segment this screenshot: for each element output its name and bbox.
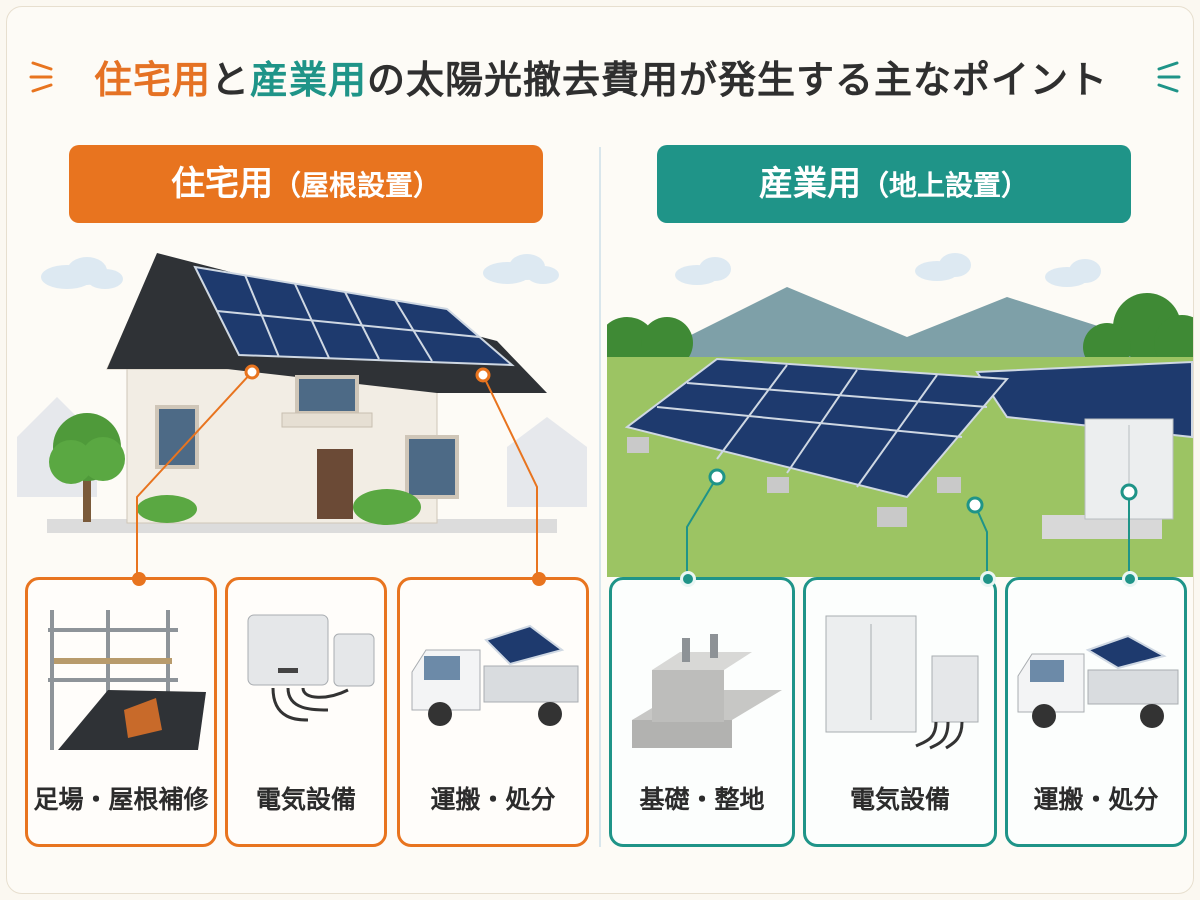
section-divider — [599, 147, 601, 847]
scaffold-roof-icon — [48, 610, 206, 750]
electrical-cabinet-icon — [825, 615, 979, 750]
connector-dot — [980, 571, 996, 587]
residential-heading-main: 住宅用 — [170, 164, 273, 204]
card-industrial-electrical: 電気設備 — [803, 577, 997, 847]
solar-farm-illustration — [607, 253, 1193, 577]
residential-heading: 住宅用（屋根設置） — [69, 145, 543, 223]
truck-icon — [411, 624, 579, 726]
page-title: 住宅用と産業用の太陽光撤去費用が発生する主なポイント — [7, 49, 1193, 104]
concrete-foundation-icon — [632, 634, 782, 748]
connector-dot — [532, 572, 546, 586]
card-label: 足場・屋根補修 — [33, 785, 209, 814]
right-burst-icon — [1157, 61, 1181, 93]
industrial-heading-sub: （地上設置） — [860, 169, 1029, 202]
house-illustration — [17, 253, 587, 577]
left-burst-icon — [29, 61, 53, 93]
industrial-heading: 産業用（地上設置） — [657, 145, 1131, 223]
connector-dot — [1122, 571, 1138, 587]
card-scaffold-roof: 足場・屋根補修 — [25, 577, 217, 847]
card-label: 運搬・処分 — [430, 785, 556, 814]
card-label: 電気設備 — [849, 785, 950, 814]
residential-heading-sub: （屋根設置） — [272, 169, 441, 202]
card-residential-electrical: 電気設備 — [225, 577, 387, 847]
cloud-icon — [41, 254, 559, 289]
infographic-frame: 住宅用と産業用の太陽光撤去費用が発生する主なポイント 住宅用（屋根設置） 産業用… — [6, 6, 1194, 894]
cloud-icon — [675, 253, 1101, 287]
card-industrial-transport: 運搬・処分 — [1005, 577, 1187, 847]
card-residential-transport: 運搬・処分 — [397, 577, 589, 847]
title-industrial: 産業用 — [250, 58, 368, 102]
title-and: と — [210, 58, 250, 102]
card-label: 基礎・整地 — [639, 785, 765, 814]
industrial-heading-main: 産業用 — [758, 164, 861, 204]
card-foundation: 基礎・整地 — [609, 577, 795, 847]
connector-dot — [132, 572, 146, 586]
card-label: 電気設備 — [255, 785, 356, 814]
connector-dot — [680, 571, 696, 587]
truck-icon — [1017, 634, 1179, 728]
title-rest: の太陽光撤去費用が発生する主なポイント — [367, 58, 1109, 102]
power-conditioner-icon — [247, 614, 375, 722]
card-label: 運搬・処分 — [1033, 785, 1159, 814]
title-residential: 住宅用 — [93, 58, 211, 102]
